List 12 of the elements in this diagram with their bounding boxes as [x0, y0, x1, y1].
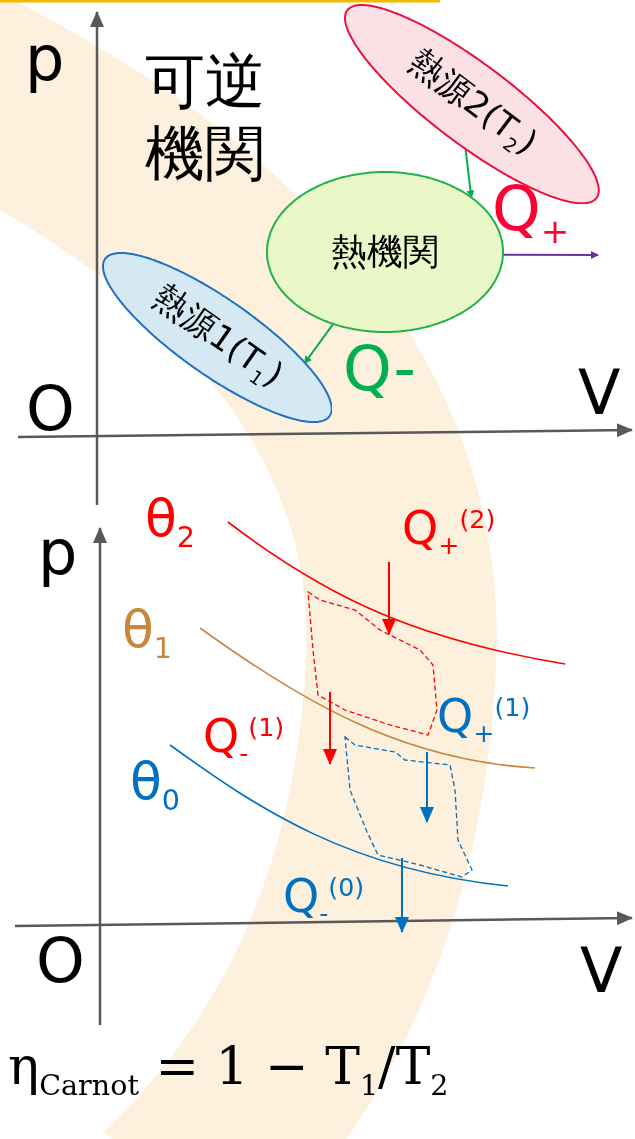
isotherm-label: θ$_{2}$: [145, 492, 196, 552]
title: 可逆機関: [145, 45, 266, 189]
formula: η$_{Carnot}$ = 1 − T$_{1}$/T$_{2}$: [8, 1040, 449, 1100]
arrow: [303, 322, 335, 365]
isotherm-label: θ$_{1}$: [122, 603, 173, 663]
isotherm-label: θ$_{0}$: [130, 755, 181, 815]
edge-label: Q-: [343, 338, 416, 400]
arrow: [464, 147, 475, 199]
axis-label: O: [36, 930, 85, 992]
axis-label: V: [580, 940, 623, 1002]
axis-label: O: [26, 378, 75, 440]
axis-label: V: [578, 362, 621, 424]
